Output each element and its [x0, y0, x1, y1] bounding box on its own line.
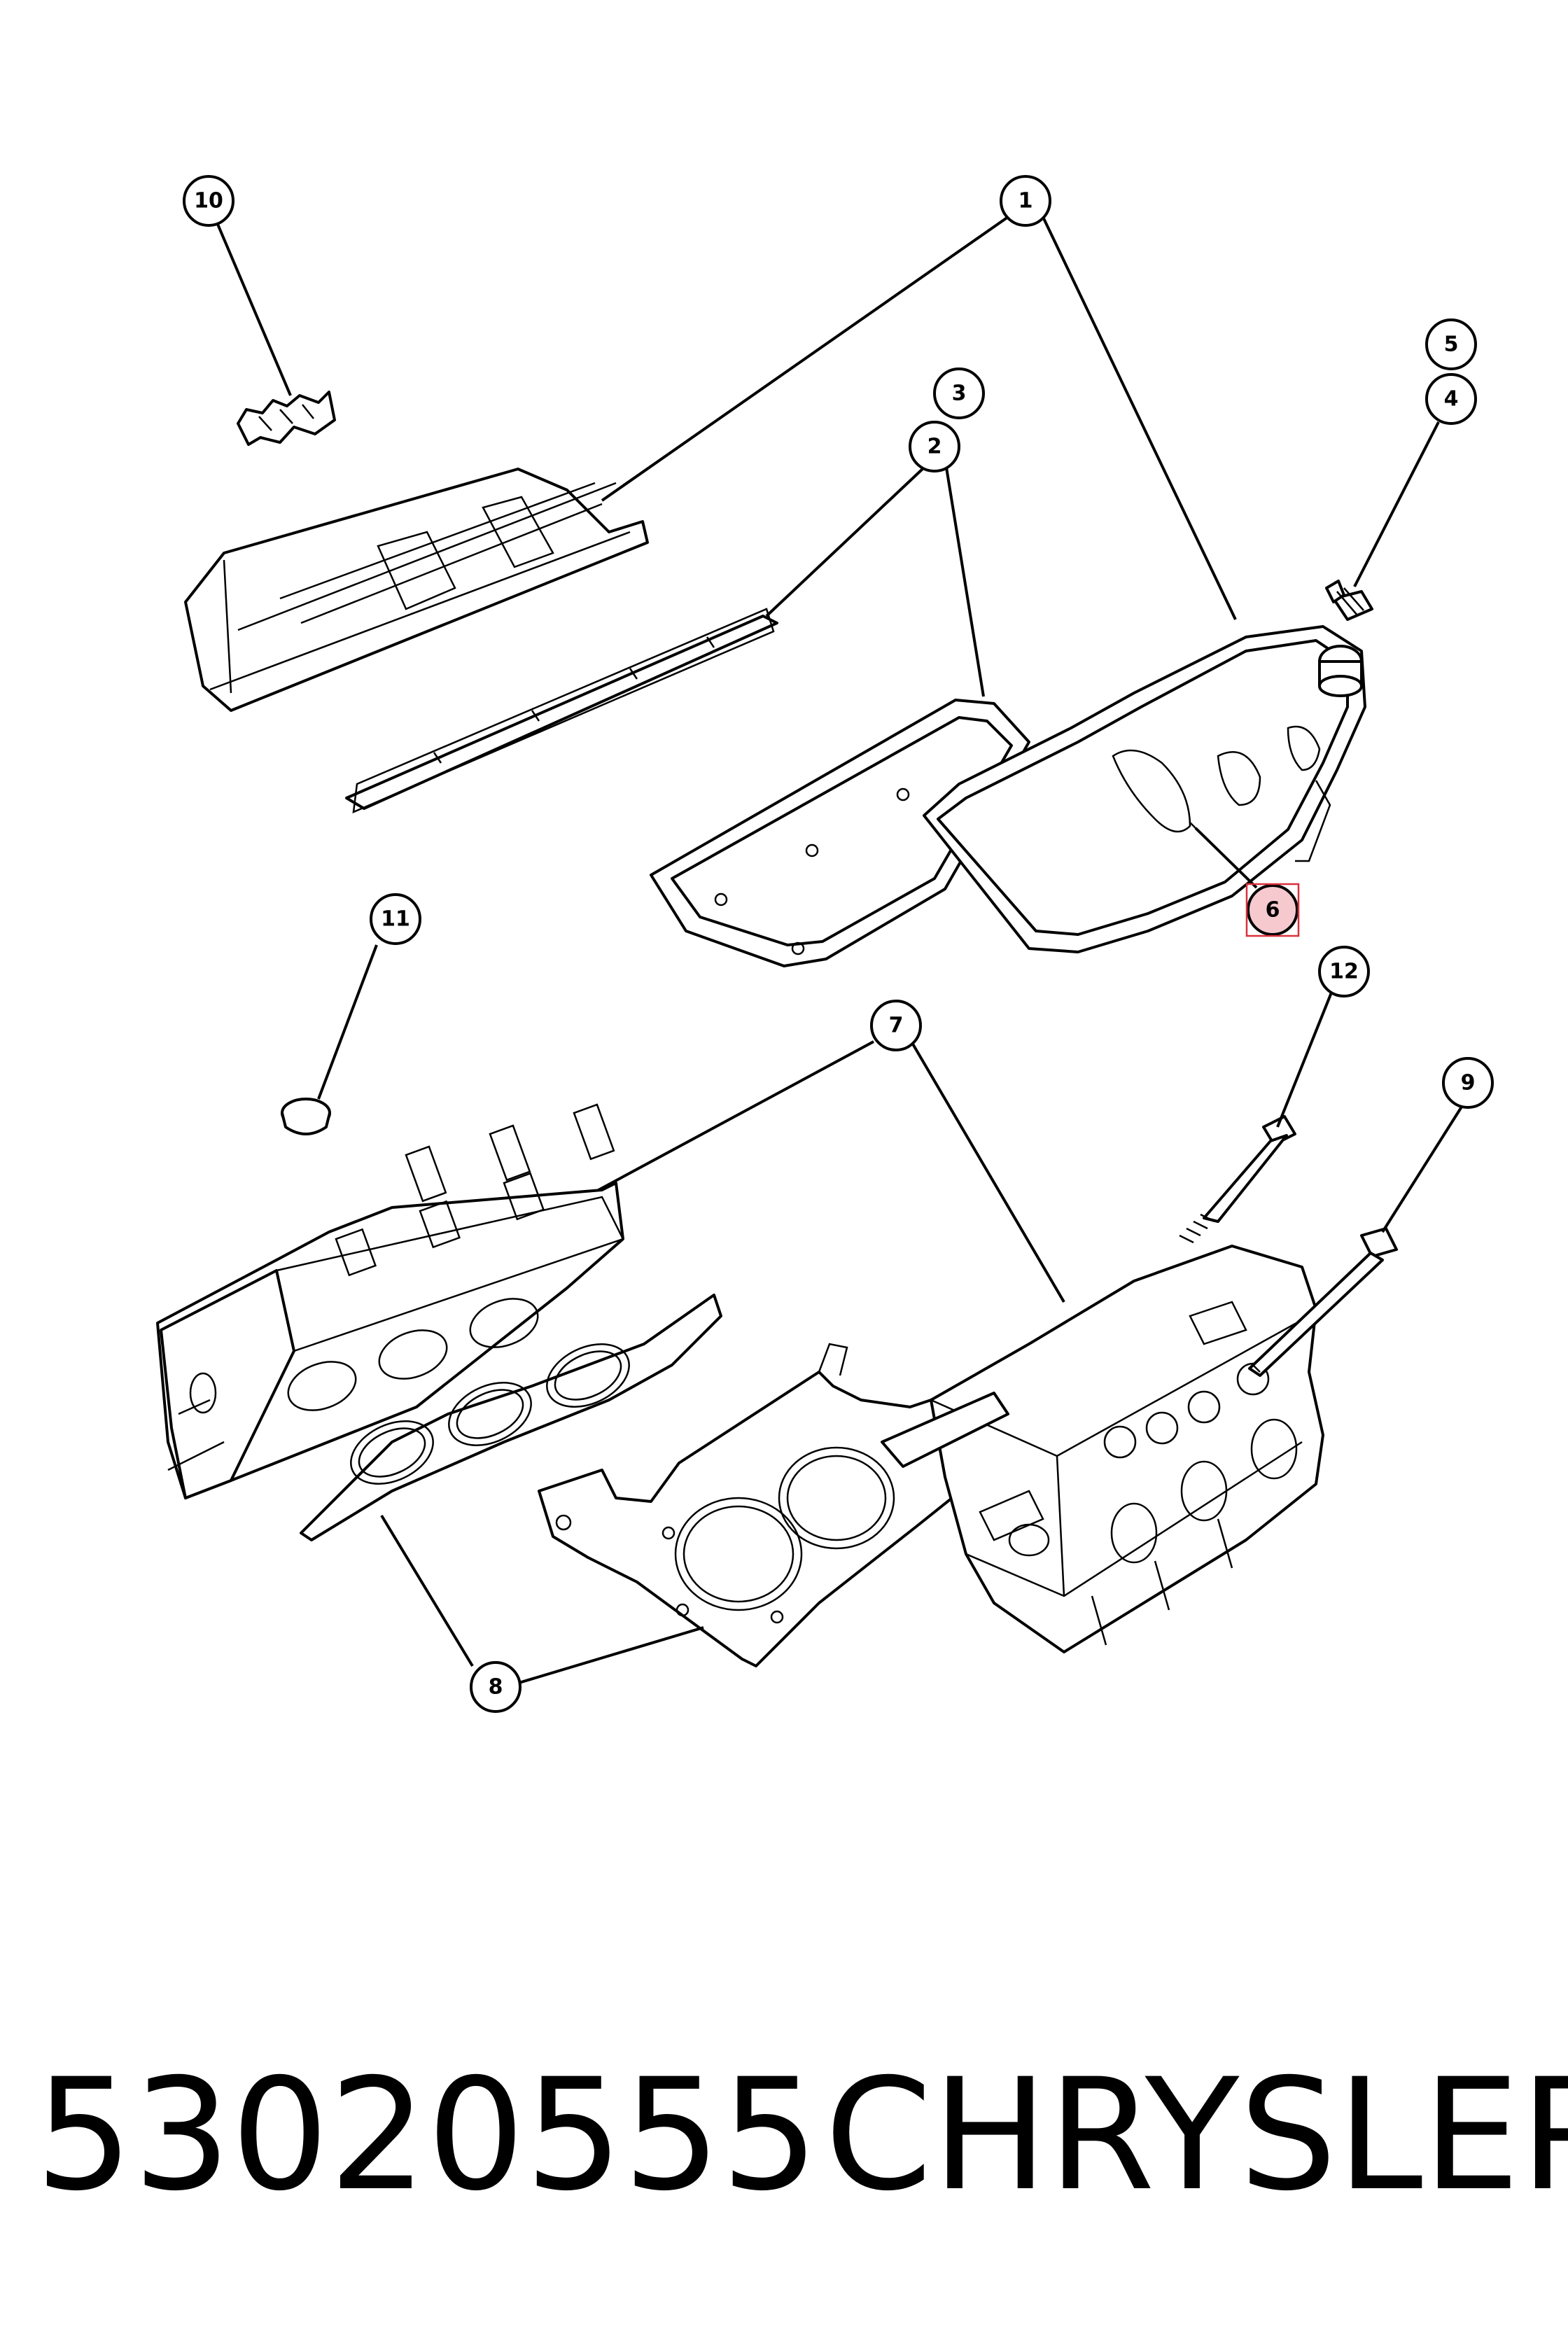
callout-8: 8 [470, 1661, 522, 1713]
callout-6: 6 [1247, 884, 1298, 936]
part-2-gasket-loop [650, 699, 1030, 967]
part-2-gasket-upper [345, 608, 778, 814]
callout-7: 7 [870, 1000, 922, 1051]
part-number: 53020555 [35, 2045, 819, 2225]
callout-9: 9 [1442, 1057, 1494, 1109]
left-head-gasket [300, 1294, 722, 1541]
svg-text:7: 7 [889, 1014, 904, 1038]
callout-6-highlight [1245, 883, 1300, 937]
svg-text:5: 5 [1444, 332, 1459, 357]
part-4-bolt [1325, 580, 1373, 621]
part-12-bolt [1179, 1115, 1296, 1244]
callout-5: 5 [1425, 318, 1477, 370]
svg-text:12: 12 [1329, 960, 1359, 984]
svg-text:2: 2 [927, 435, 942, 459]
part-10-clip [237, 391, 336, 446]
callout-1: 1 [1000, 175, 1051, 227]
right-valve-cover [923, 625, 1366, 953]
callout-3: 3 [933, 368, 985, 419]
svg-text:8: 8 [489, 1675, 503, 1700]
left-cylinder-head [156, 1103, 624, 1499]
left-valve-cover [184, 468, 649, 712]
brand-name: CHRYSLER [825, 2045, 1568, 2225]
svg-text:6: 6 [1266, 898, 1280, 923]
svg-text:4: 4 [1444, 387, 1459, 412]
svg-text:3: 3 [952, 382, 967, 406]
part-footer: 53020555 CHRYSLER [28, 2030, 1568, 2240]
part-11-plug [281, 1098, 331, 1135]
svg-text:9: 9 [1461, 1071, 1476, 1096]
part-9-bolt [1248, 1227, 1398, 1377]
svg-text:10: 10 [194, 189, 223, 214]
callout-4: 4 [1425, 373, 1477, 425]
svg-text:11: 11 [381, 907, 410, 932]
leader-lines [216, 216, 1464, 1685]
callout-2: 2 [909, 421, 960, 472]
callout-11: 11 [370, 893, 421, 945]
right-cylinder-head [881, 1245, 1324, 1653]
svg-text:1: 1 [1018, 189, 1033, 214]
callout-12: 12 [1318, 946, 1370, 997]
callout-10: 10 [183, 175, 234, 227]
